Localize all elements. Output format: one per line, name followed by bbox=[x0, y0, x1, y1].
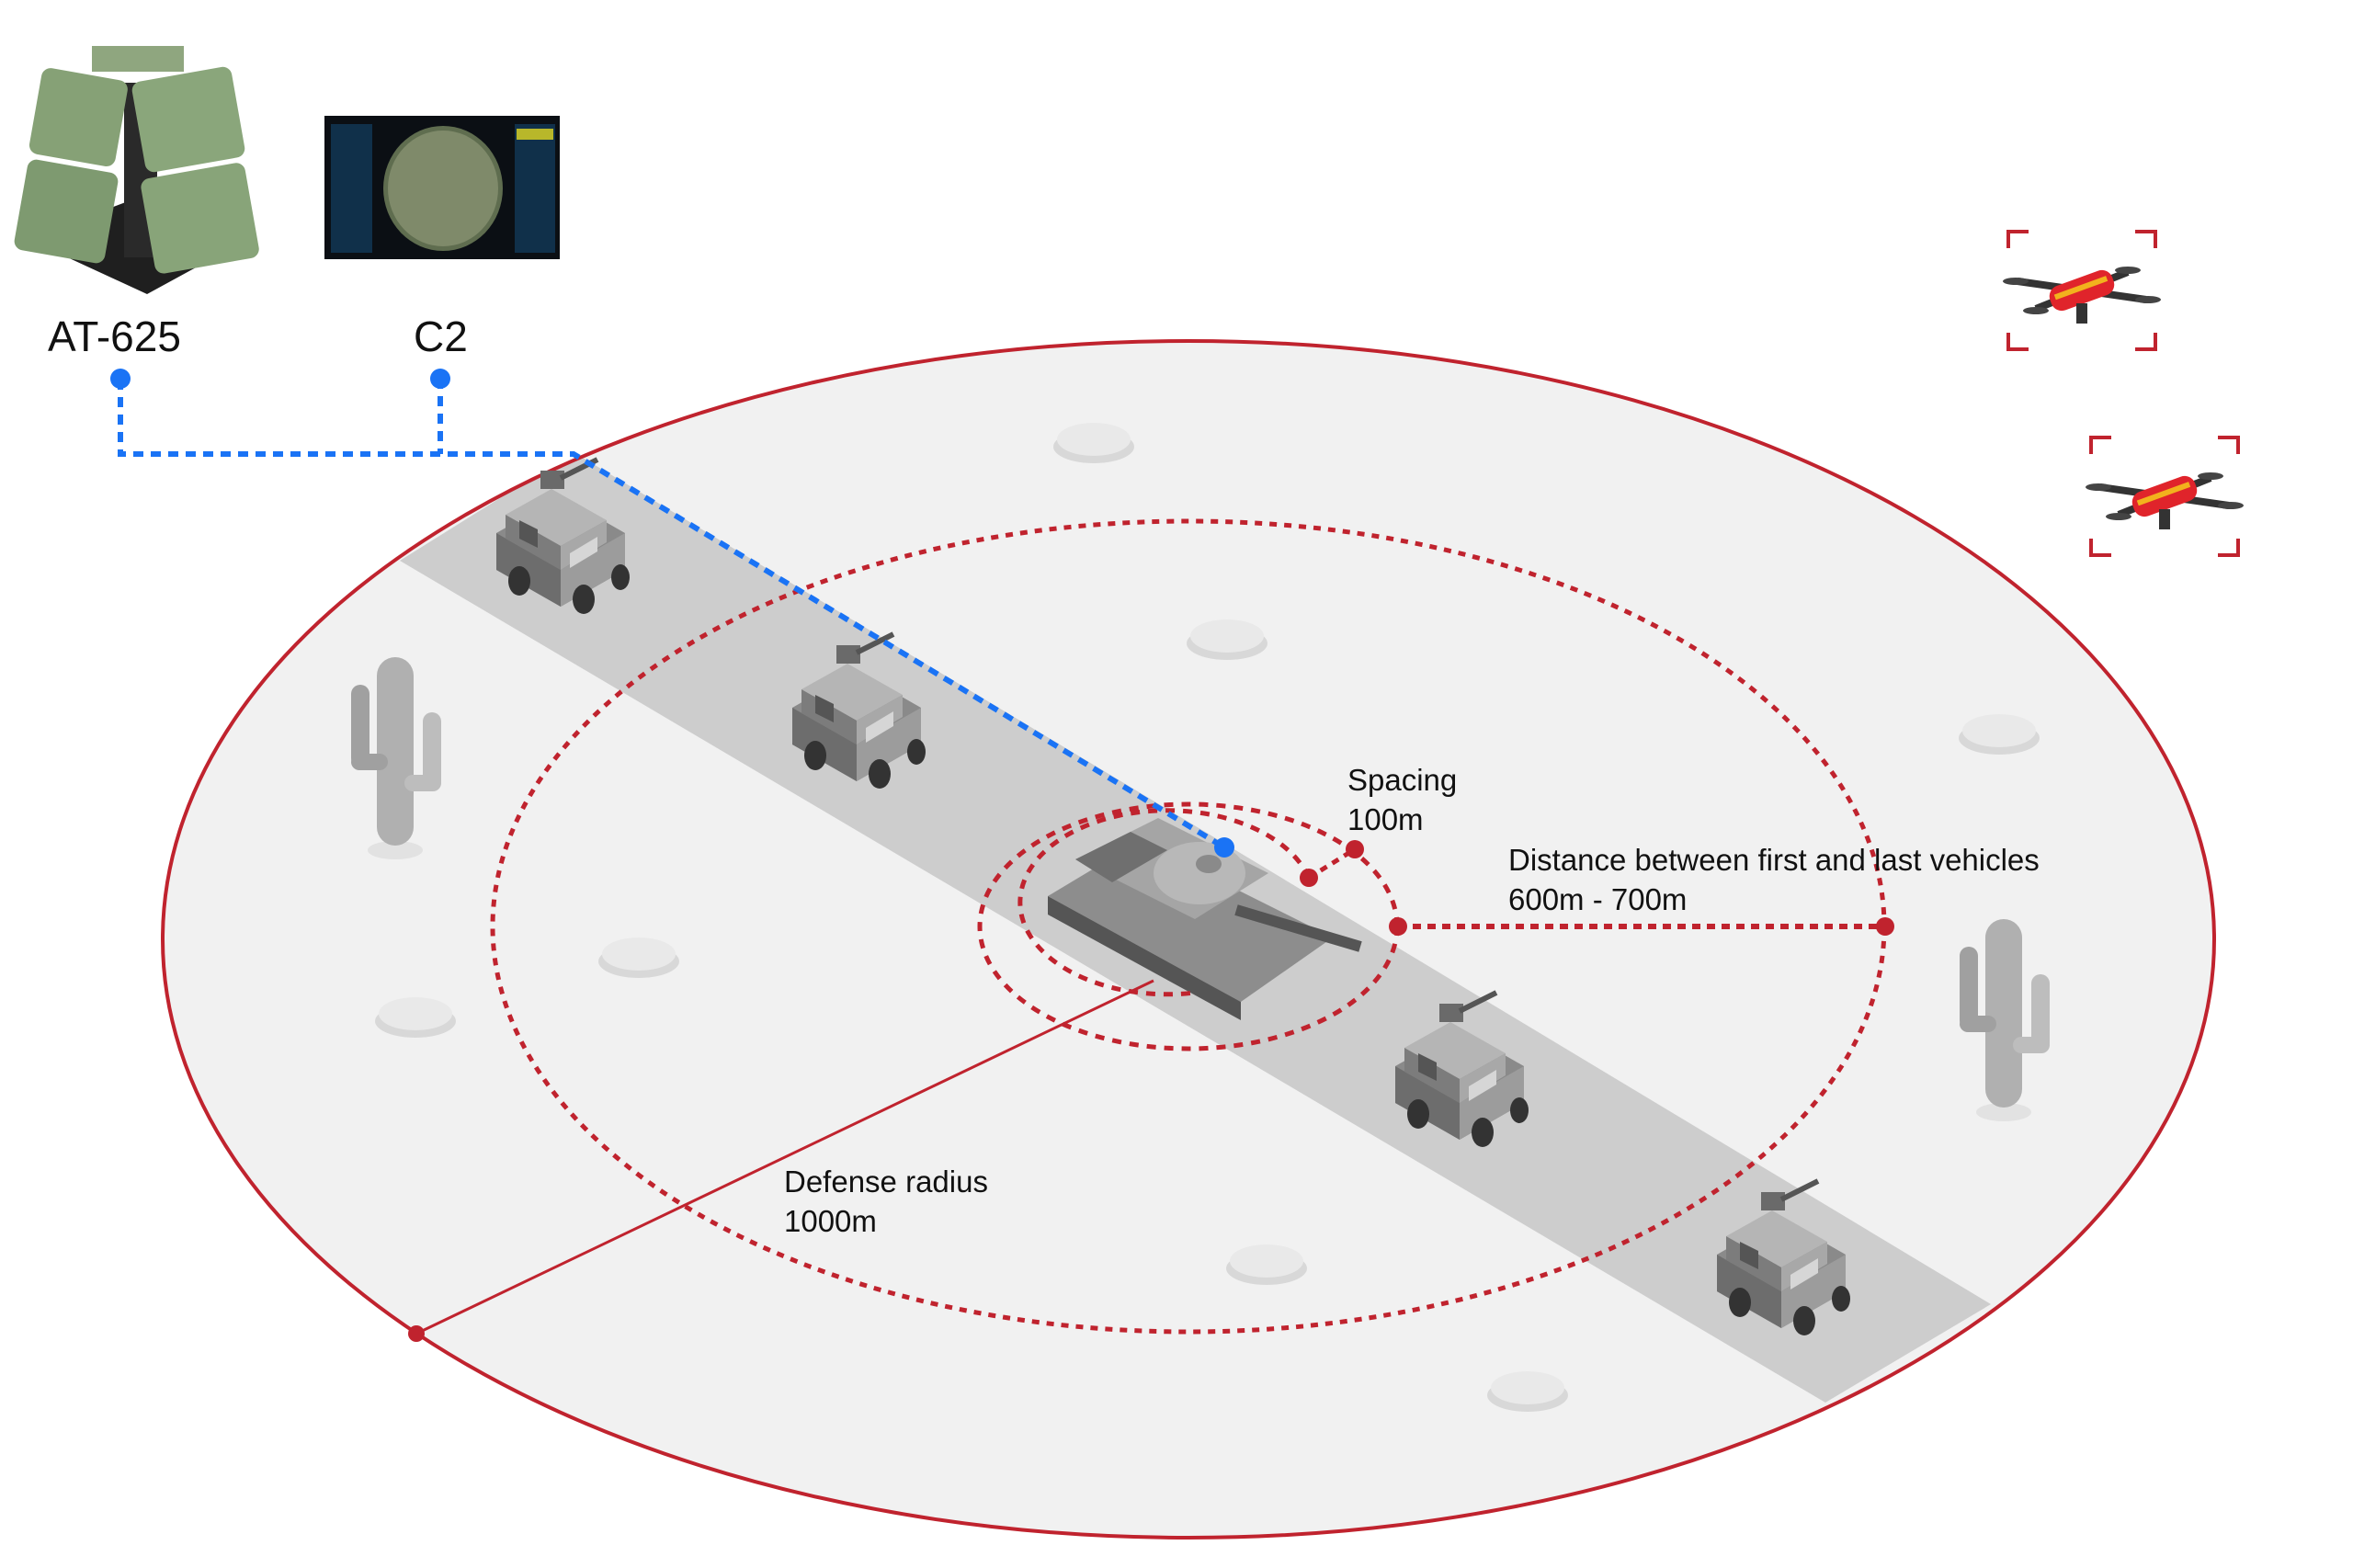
drone-icon bbox=[2086, 437, 2244, 555]
spacing-value: 100m bbox=[1347, 802, 1424, 836]
drone-icon bbox=[2003, 232, 2161, 349]
radar-label: AT-625 bbox=[48, 312, 181, 360]
c2-label: C2 bbox=[414, 312, 468, 360]
spacing-point bbox=[1346, 840, 1364, 858]
spacing-inner-arc bbox=[1017, 808, 1312, 997]
radius-title: Defense radius bbox=[784, 1165, 988, 1199]
c2-monitor-image bbox=[324, 116, 560, 259]
radar-connection-point bbox=[110, 369, 131, 389]
rock-icon bbox=[1187, 619, 1267, 660]
rock-icon bbox=[1053, 423, 1134, 463]
spacing-point bbox=[1300, 869, 1318, 887]
rock-icon bbox=[1487, 1371, 1568, 1412]
distance-value: 600m - 700m bbox=[1508, 882, 1687, 916]
spacing-title: Spacing bbox=[1347, 763, 1457, 797]
distance-end-point bbox=[1876, 917, 1894, 936]
radar-unit-image bbox=[14, 46, 259, 294]
distance-title: Distance between first and last vehicles bbox=[1508, 843, 2040, 877]
rock-icon bbox=[1959, 714, 2040, 755]
radius-measure-line bbox=[415, 979, 1154, 1335]
c2-connection-point bbox=[430, 369, 450, 389]
radius-value: 1000m bbox=[784, 1204, 877, 1238]
tank-icon bbox=[1048, 818, 1362, 1020]
rock-icon bbox=[375, 997, 456, 1038]
radius-end-point bbox=[408, 1325, 425, 1342]
tank-connection-point bbox=[1214, 837, 1234, 858]
defense-radius-boundary bbox=[161, 339, 2216, 1540]
c2-radar-link bbox=[118, 380, 1226, 850]
rock-icon bbox=[1226, 1244, 1307, 1285]
rock-icon bbox=[598, 937, 679, 978]
distance-start-point bbox=[1389, 917, 1407, 936]
